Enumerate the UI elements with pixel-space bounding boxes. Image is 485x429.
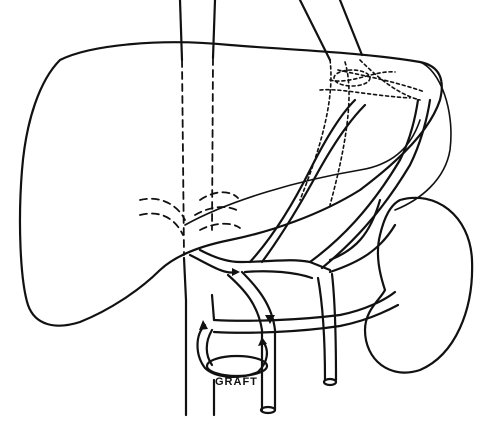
- graft-label: GRAFT: [215, 376, 258, 388]
- descending-vessels: [228, 272, 336, 413]
- dashed-hilar-branches: [140, 192, 240, 235]
- kidney-outline: [365, 198, 472, 373]
- graft-loop: GRAFT: [198, 268, 276, 388]
- graft-anastomosis-ring: [207, 356, 267, 376]
- vessel-cut-end-right: [324, 379, 336, 385]
- flow-arrow-icon: [232, 268, 240, 276]
- portal-vessels: [190, 100, 430, 278]
- collateral-network: [300, 60, 425, 205]
- liver-outline: [20, 42, 442, 325]
- liver-inner-contour: [185, 120, 420, 225]
- graft-arrow-icon: [199, 320, 208, 330]
